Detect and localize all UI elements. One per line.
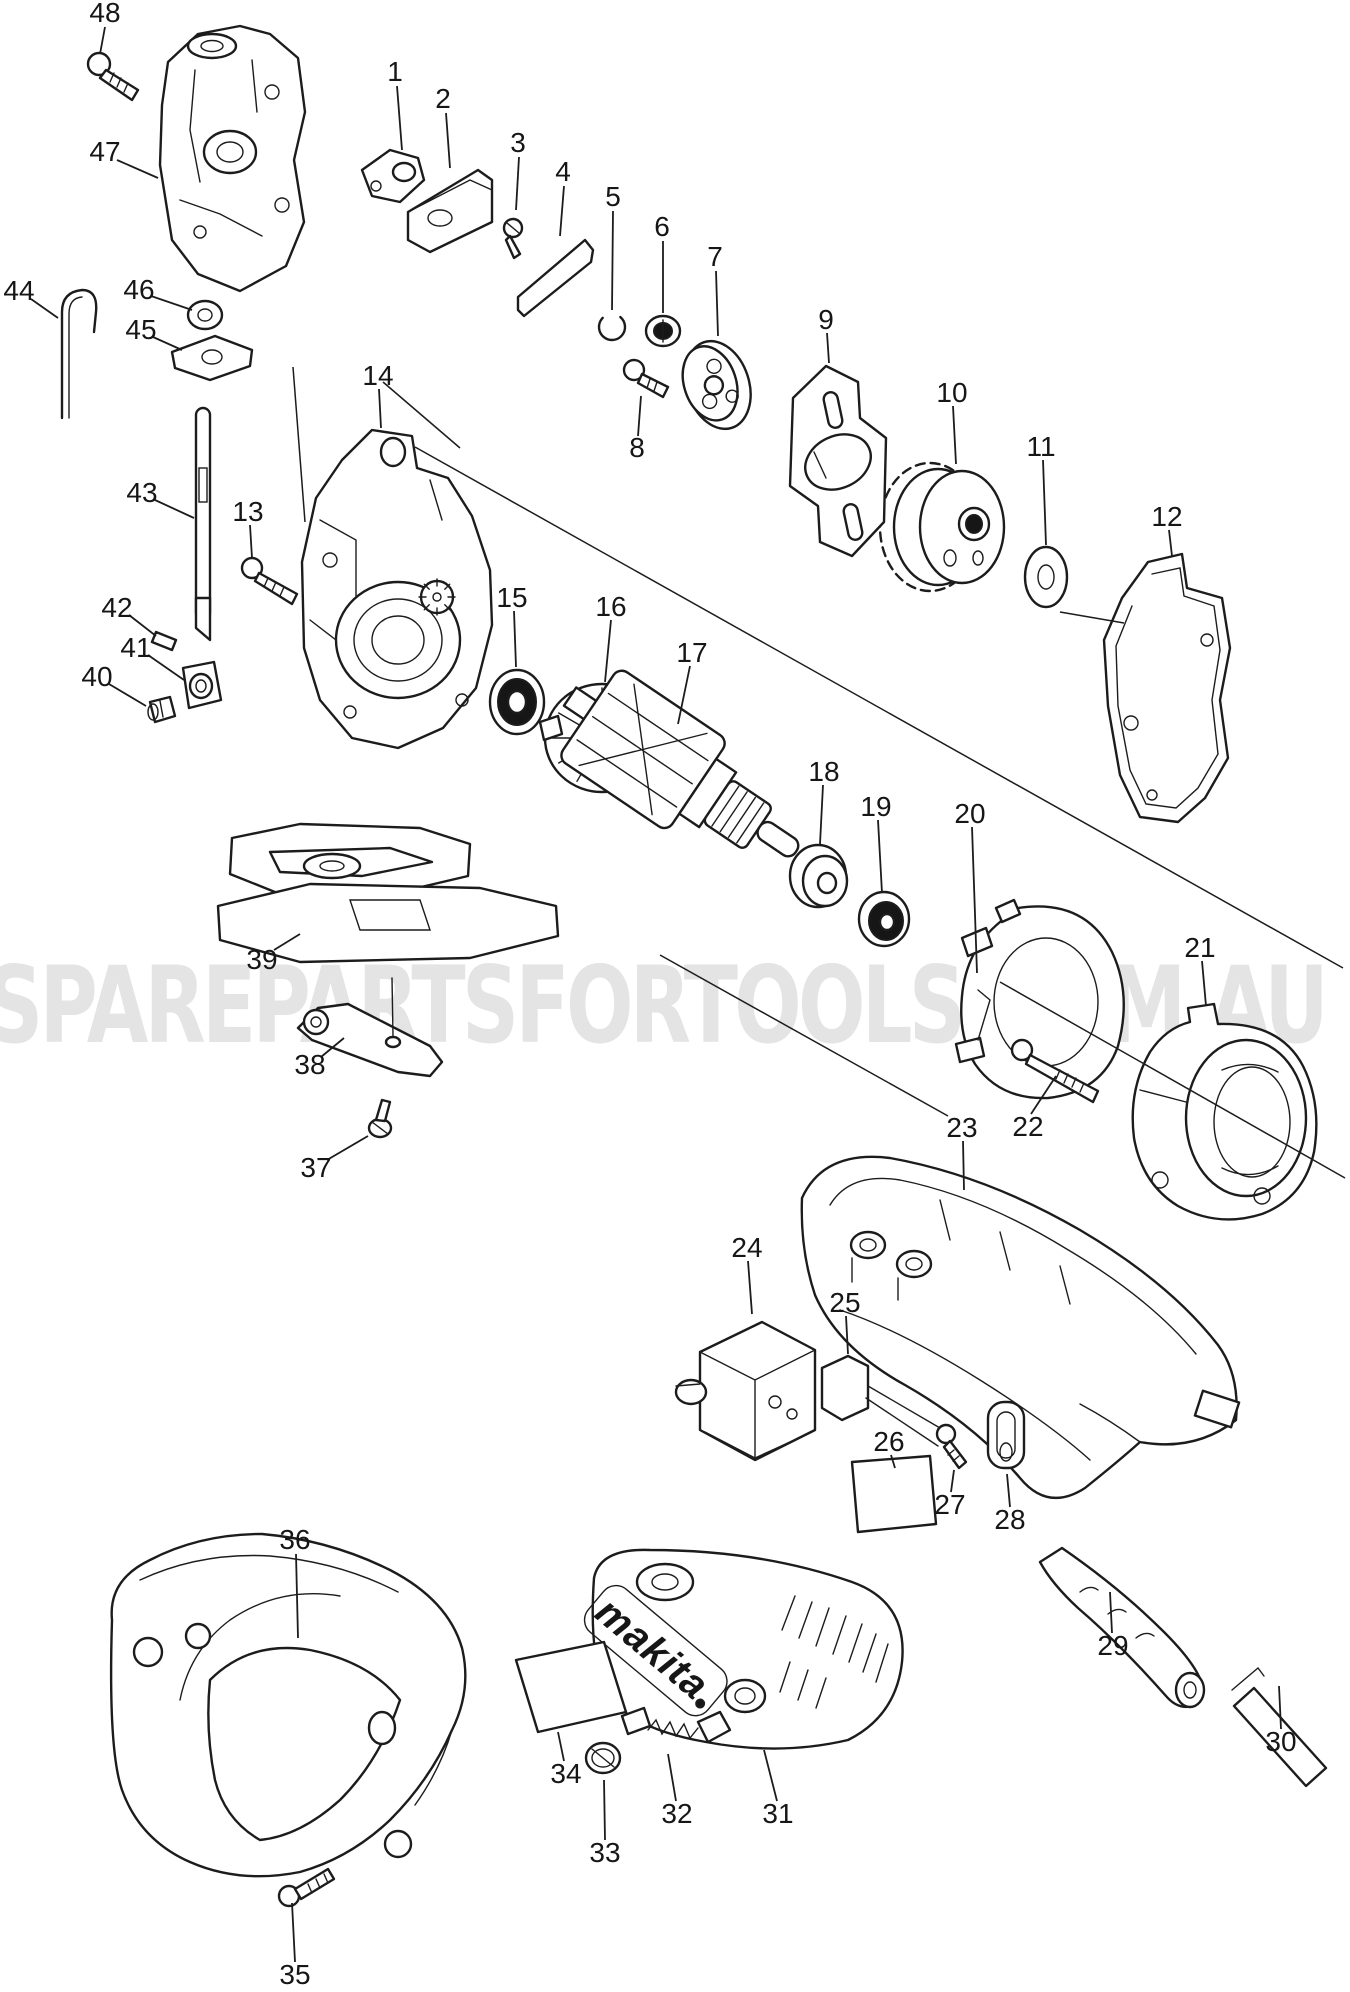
part-label-32: 32 bbox=[661, 1798, 693, 1829]
part-label-48: 48 bbox=[89, 0, 121, 28]
part-label-37: 37 bbox=[300, 1152, 332, 1183]
part-label-17: 17 bbox=[676, 637, 708, 668]
part-label-19: 19 bbox=[860, 791, 892, 822]
part-label-42: 42 bbox=[101, 592, 133, 623]
part-label-41: 41 bbox=[120, 632, 152, 663]
part-2-blade-holder bbox=[406, 168, 494, 254]
part-label-4: 4 bbox=[555, 156, 571, 187]
part-label-11: 11 bbox=[1026, 431, 1056, 462]
part-5-retaining-ring bbox=[597, 312, 627, 342]
part-43-rod bbox=[194, 406, 212, 642]
part-40-set-screw bbox=[147, 695, 177, 724]
part-label-25: 25 bbox=[829, 1287, 861, 1318]
part-45-plate bbox=[170, 334, 254, 382]
part-4-slider-plate bbox=[516, 238, 595, 318]
part-label-29: 29 bbox=[1097, 1630, 1129, 1661]
part-20-baffle-plate bbox=[954, 898, 1125, 1100]
part-label-13: 13 bbox=[232, 496, 264, 527]
part-17-armature bbox=[560, 669, 800, 858]
part-11-washer bbox=[1023, 545, 1069, 609]
part-41-slider bbox=[181, 660, 223, 710]
part-label-22: 22 bbox=[1012, 1111, 1044, 1142]
part-42-pin bbox=[150, 630, 178, 652]
part-28-strain-relief bbox=[986, 1400, 1026, 1470]
part-label-8: 8 bbox=[629, 432, 645, 463]
part-label-3: 3 bbox=[510, 127, 526, 158]
part-label-28: 28 bbox=[994, 1504, 1026, 1535]
part-label-1: 1 bbox=[387, 56, 403, 87]
part-31-rear-cover: makita bbox=[583, 1548, 904, 1750]
part-1-blade-clamp bbox=[360, 148, 426, 204]
part-label-45: 45 bbox=[125, 314, 157, 345]
part-38-lever bbox=[296, 977, 444, 1078]
part-label-27: 27 bbox=[934, 1489, 966, 1520]
part-35-screw bbox=[277, 1867, 336, 1908]
part-label-31: 31 bbox=[762, 1798, 794, 1829]
part-label-40: 40 bbox=[81, 661, 113, 692]
part-39-base-shoe bbox=[216, 822, 560, 964]
part-label-39: 39 bbox=[246, 944, 278, 975]
part-label-15: 15 bbox=[496, 582, 528, 613]
part-32-carbon-brush bbox=[620, 1706, 732, 1744]
part-14-gear-housing bbox=[300, 428, 494, 750]
part-label-38: 38 bbox=[294, 1049, 326, 1080]
part-15-ball-bearing bbox=[488, 668, 546, 736]
part-label-10: 10 bbox=[936, 377, 968, 408]
part-label-24: 24 bbox=[731, 1232, 763, 1263]
part-33-brush-cap bbox=[584, 1741, 622, 1775]
part-27-screw bbox=[935, 1423, 968, 1470]
part-18-washer bbox=[788, 843, 849, 909]
part-label-26: 26 bbox=[873, 1426, 905, 1457]
assembly-axis-lines bbox=[292, 366, 1346, 1179]
part-46-washer bbox=[186, 299, 224, 331]
part-label-7: 7 bbox=[707, 241, 723, 272]
part-label-5: 5 bbox=[605, 181, 621, 212]
part-25-capacitor bbox=[820, 1354, 941, 1447]
part-29-cord-guard bbox=[1038, 1546, 1206, 1709]
part-label-34: 34 bbox=[550, 1758, 582, 1789]
part-label-14: 14 bbox=[362, 360, 394, 391]
part-label-6: 6 bbox=[654, 211, 670, 242]
part-label-9: 9 bbox=[818, 304, 834, 335]
part-label-30: 30 bbox=[1265, 1726, 1297, 1757]
part-label-43: 43 bbox=[126, 477, 158, 508]
part-48-screw bbox=[86, 51, 140, 102]
part-label-2: 2 bbox=[435, 83, 451, 114]
part-34-plate bbox=[514, 1640, 628, 1734]
part-label-16: 16 bbox=[595, 591, 627, 622]
part-37-screw bbox=[367, 1098, 393, 1139]
part-label-23: 23 bbox=[946, 1112, 978, 1143]
part-label-46: 46 bbox=[123, 274, 155, 305]
part-26-label-plate bbox=[850, 1454, 938, 1534]
part-12-plate bbox=[1102, 552, 1232, 824]
part-label-36: 36 bbox=[279, 1524, 311, 1555]
part-label-18: 18 bbox=[808, 756, 840, 787]
part-23-motor-housing bbox=[800, 1155, 1241, 1500]
part-10-gear bbox=[878, 461, 1006, 593]
part-24-switch bbox=[674, 1320, 817, 1462]
part-44-wire-rod bbox=[60, 288, 98, 420]
part-47-gear-housing-cover bbox=[158, 24, 307, 293]
part-30-power-cord bbox=[1231, 1666, 1328, 1788]
part-label-20: 20 bbox=[954, 798, 986, 829]
part-leader-lines bbox=[30, 26, 1282, 1963]
part-label-47: 47 bbox=[89, 136, 121, 167]
part-7-eccentric-plate bbox=[681, 339, 752, 431]
part-label-21: 21 bbox=[1184, 932, 1216, 963]
part-6-sleeve bbox=[644, 314, 682, 348]
part-3-screw bbox=[502, 217, 524, 260]
part-label-12: 12 bbox=[1151, 501, 1183, 532]
part-21-field-stator bbox=[1131, 1002, 1318, 1221]
part-19-ball-bearing bbox=[857, 890, 911, 948]
part-36-handle-cover bbox=[109, 1532, 467, 1878]
part-label-33: 33 bbox=[589, 1837, 621, 1868]
part-8-screw bbox=[622, 358, 670, 399]
part-label-44: 44 bbox=[3, 275, 35, 306]
part-label-35: 35 bbox=[279, 1959, 311, 1990]
part-22-bolt bbox=[1010, 1038, 1100, 1104]
part-9-counterweight bbox=[788, 364, 888, 558]
